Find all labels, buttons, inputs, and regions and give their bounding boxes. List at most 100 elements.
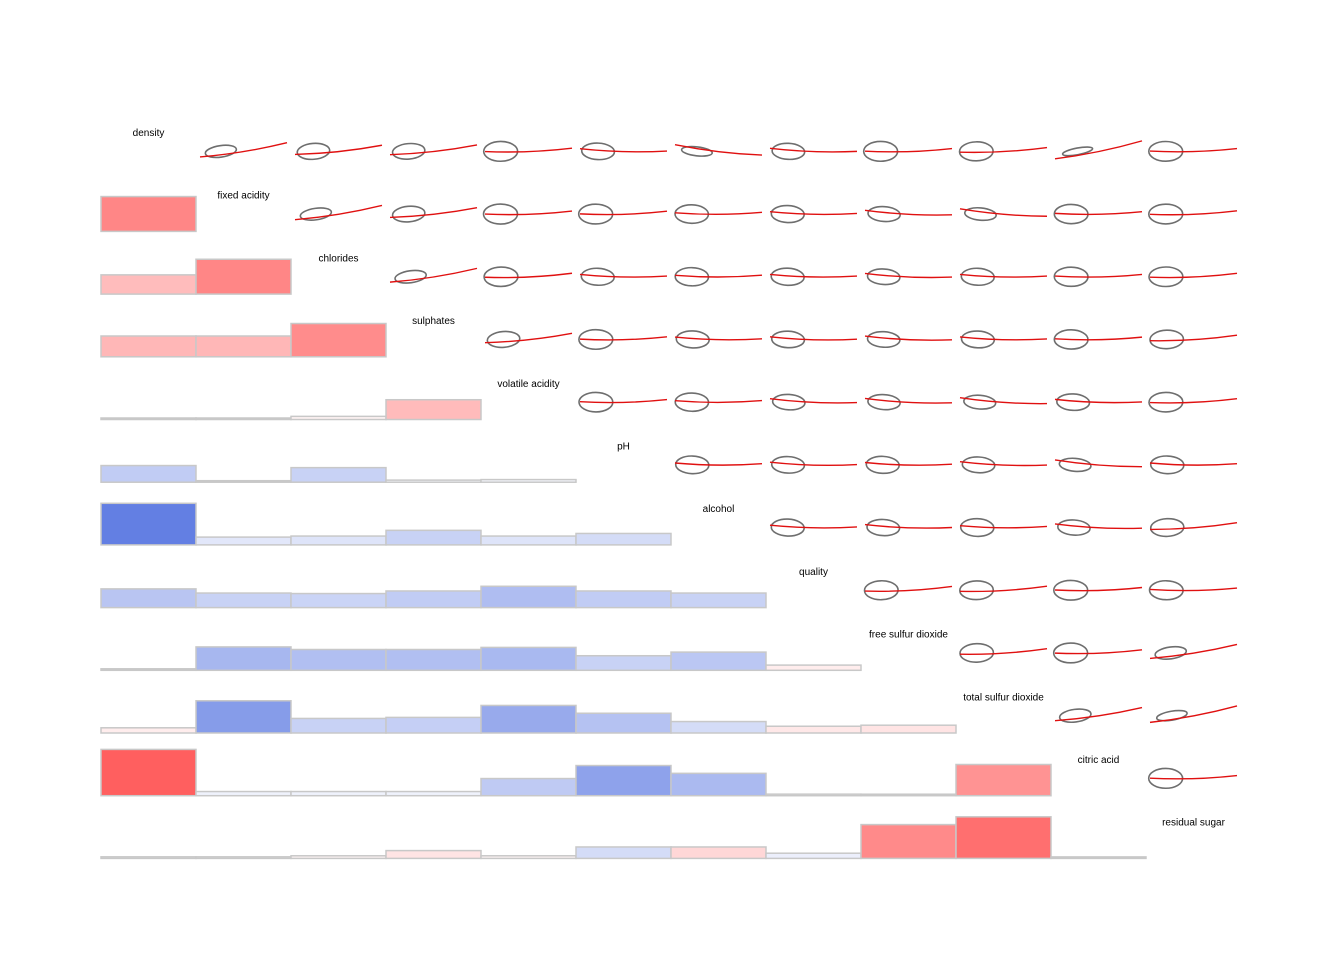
ellipse-quality-total-sulfur-dioxide [959,580,995,601]
bar-citric-acid-sulphates [385,790,482,797]
smoother-free-sulfur-dioxide-citric-acid [1054,649,1143,655]
label-alcohol: alcohol [703,504,735,515]
smoother-volatile-acidity-alcohol [674,399,763,404]
bar-chlorides-fixed-acidity [195,258,292,295]
bar-residual-sugar-total-sulfur-dioxide [955,816,1052,860]
ellipse-volatile-acidity-residual-sugar [1148,391,1184,413]
bar-alcohol-chlorides [290,535,387,546]
smoother-pH-free-sulfur-dioxide [864,461,953,466]
smoother-free-sulfur-dioxide-total-sulfur-dioxide [959,647,1048,655]
bar-citric-acid-quality [765,793,862,797]
smoother-volatile-acidity-residual-sugar [1149,398,1238,404]
bar-alcohol-fixed-acidity [195,536,292,546]
ellipse-pH-citric-acid [1058,457,1092,473]
smoother-density-quality [769,147,858,153]
bar-pH-density [100,464,197,483]
smoother-alcohol-free-sulfur-dioxide [864,523,953,529]
ellipse-sulphates-quality [770,330,806,349]
smoother-chlorides-alcohol [674,274,763,278]
label-volatile-acidity: volatile acidity [497,379,559,390]
label-residual-sugar: residual sugar [1162,818,1225,829]
smoother-quality-free-sulfur-dioxide [864,585,953,592]
bar-quality-pH [575,590,672,609]
smoother-sulphates-citric-acid [1054,336,1143,341]
smoother-fixed-acidity-total-sulfur-dioxide [959,208,1048,217]
smoother-volatile-acidity-total-sulfur-dioxide [959,397,1048,405]
smoother-fixed-acidity-chlorides [294,204,383,221]
bar-pH-fixed-acidity [195,479,292,483]
ellipse-pH-total-sulfur-dioxide [961,456,996,474]
smoother-volatile-acidity-free-sulfur-dioxide [864,397,953,404]
bar-quality-fixed-acidity [195,592,292,609]
bar-total-sulfur-dioxide-free-sulfur-dioxide [860,724,957,734]
bar-fixed-acidity-density [100,195,197,233]
smoother-density-residual-sugar [1149,147,1238,153]
ellipse-density-sulphates [391,142,426,160]
smoother-density-volatile-acidity [484,147,573,153]
label-quality: quality [799,567,828,578]
ellipse-volatile-acidity-quality [771,393,806,411]
bar-free-sulfur-dioxide-pH [575,654,672,672]
bar-quality-chlorides [290,592,387,609]
label-citric-acid: citric acid [1078,755,1120,766]
smoother-density-citric-acid [1054,140,1143,160]
bar-total-sulfur-dioxide-quality [765,725,862,734]
smoother-total-sulfur-dioxide-citric-acid [1054,706,1143,722]
smoother-sulphates-volatile-acidity [484,332,573,344]
smoother-quality-total-sulfur-dioxide [959,585,1048,593]
smoother-volatile-acidity-quality [769,398,858,404]
smoother-quality-citric-acid [1054,586,1143,592]
bar-volatile-acidity-chlorides [290,415,387,421]
bar-free-sulfur-dioxide-chlorides [290,648,387,672]
upper-ellipses [199,140,1238,790]
bar-residual-sugar-volatile-acidity [480,855,577,860]
ellipse-chlorides-sulphates [394,269,428,284]
bar-free-sulfur-dioxide-volatile-acidity [480,646,577,672]
bar-quality-sulphates [385,590,482,609]
ellipse-free-sulfur-dioxide-residual-sugar [1154,645,1188,660]
bar-quality-volatile-acidity [480,585,577,609]
bar-alcohol-sulphates [385,529,482,546]
smoother-pH-total-sulfur-dioxide [959,460,1048,467]
bar-total-sulfur-dioxide-sulphates [385,716,482,734]
ellipse-alcohol-citric-acid [1057,519,1091,536]
bar-free-sulfur-dioxide-alcohol [670,651,767,672]
label-total-sulfur-dioxide: total sulfur dioxide [963,692,1044,703]
smoother-alcohol-citric-acid [1054,523,1143,530]
ellipse-fixed-acidity-free-sulfur-dioxide [867,205,901,223]
smoother-fixed-acidity-volatile-acidity [484,210,573,216]
bar-chlorides-density [100,274,197,295]
label-pH: pH [617,442,630,453]
smoother-sulphates-residual-sugar [1149,334,1238,342]
ellipse-chlorides-free-sulfur-dioxide [866,268,901,286]
smoother-alcohol-quality [769,524,858,529]
smoother-sulphates-quality [769,336,858,341]
bar-total-sulfur-dioxide-fixed-acidity [195,700,292,734]
bar-citric-acid-free-sulfur-dioxide [860,793,957,797]
bar-sulphates-fixed-acidity [195,335,292,358]
smoother-density-chlorides [294,144,383,156]
smoother-fixed-acidity-pH [579,210,668,216]
bar-total-sulfur-dioxide-volatile-acidity [480,704,577,734]
bar-sulphates-density [100,335,197,358]
ellipse-sulphates-volatile-acidity [486,330,521,349]
bar-free-sulfur-dioxide-density [100,668,197,672]
smoother-citric-acid-residual-sugar [1149,774,1238,780]
ellipse-density-total-sulfur-dioxide [958,141,994,162]
ellipse-pH-quality [770,455,806,474]
smoother-chlorides-pH [579,273,668,278]
bar-residual-sugar-quality [765,852,862,860]
bar-quality-alcohol [670,592,767,609]
smoother-density-pH [579,147,668,153]
bar-citric-acid-fixed-acidity [195,790,292,797]
smoother-volatile-acidity-citric-acid [1054,398,1143,404]
bar-citric-acid-alcohol [670,772,767,797]
smoother-pH-citric-acid [1054,459,1143,468]
bar-total-sulfur-dioxide-alcohol [670,720,767,734]
smoother-total-sulfur-dioxide-residual-sugar [1149,705,1238,724]
ellipse-alcohol-free-sulfur-dioxide [866,518,901,537]
smoother-fixed-acidity-citric-acid [1054,211,1143,216]
ellipse-sulphates-total-sulfur-dioxide [960,330,996,349]
